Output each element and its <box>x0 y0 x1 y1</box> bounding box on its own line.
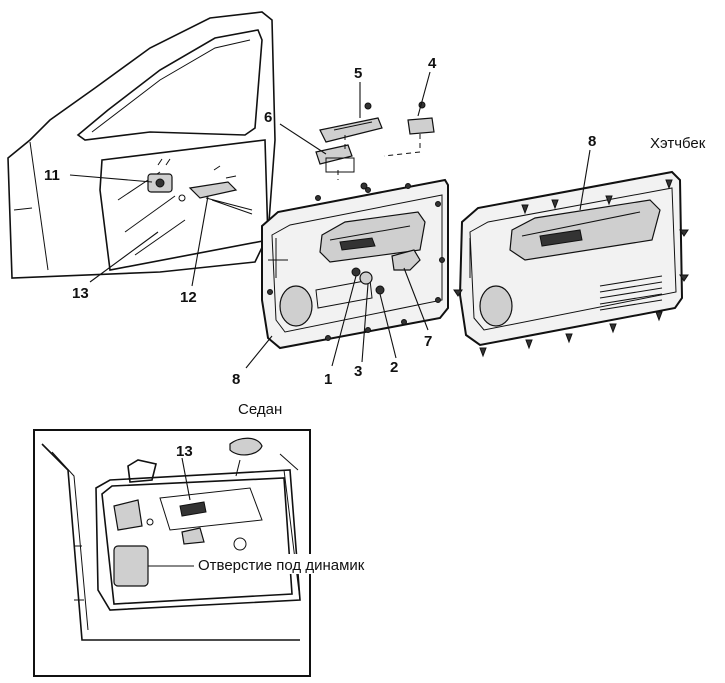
callout-leaders <box>69 71 591 369</box>
callout-13-top: 13 <box>72 285 89 302</box>
hatchback-label: Хэтчбек <box>650 135 706 152</box>
callout-2: 2 <box>390 359 398 376</box>
callout-3: 3 <box>354 363 362 380</box>
callout-8-hatchback: 8 <box>588 133 596 150</box>
callout-5: 5 <box>354 65 362 82</box>
callout-8-sedan: 8 <box>232 371 240 388</box>
door-frame-drawing <box>7 11 276 279</box>
inner-handle-part <box>188 165 253 215</box>
callout-1: 1 <box>324 371 332 388</box>
door-trim-panel-right <box>453 170 689 358</box>
callout-4: 4 <box>428 55 437 72</box>
speaker-hole-label-bg <box>194 554 416 574</box>
speaker-hole-label: Отверстие под динамик <box>198 557 365 574</box>
callout-6: 6 <box>264 109 272 126</box>
callout-numbers: 5 4 6 8 11 12 13 1 3 2 7 8 <box>44 55 596 388</box>
panel-clips-right <box>453 179 689 358</box>
armrest-switch-parts <box>315 101 435 190</box>
callout-7: 7 <box>424 333 432 350</box>
door-trim-panel-left <box>261 178 449 350</box>
sedan-inset <box>33 429 311 677</box>
window-regulator-part <box>147 158 186 202</box>
door-pocket-vents <box>599 275 663 311</box>
sedan-label: Седан <box>238 401 282 418</box>
callout-13-inset: 13 <box>176 443 193 460</box>
callout-12: 12 <box>180 289 197 306</box>
panel-clips-left <box>267 183 445 341</box>
callout-11: 11 <box>44 167 60 184</box>
